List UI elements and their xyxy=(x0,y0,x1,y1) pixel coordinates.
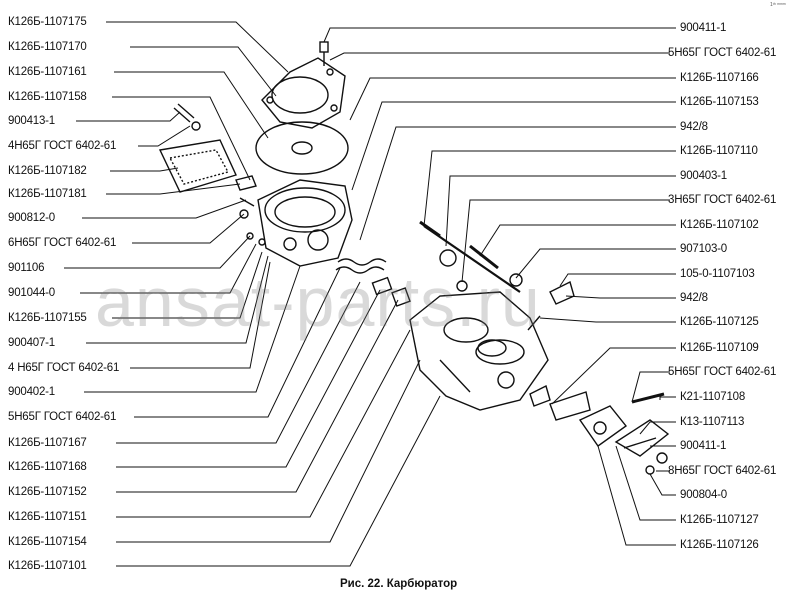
part-label-left-11: 901106 xyxy=(8,262,45,274)
part-label-right-1: 900411-1 xyxy=(680,22,727,34)
part-label-right-21: К126Б-1107127 xyxy=(680,514,759,526)
part-label-right-11: 105-0-1107103 xyxy=(680,268,755,280)
part-label-right-10: 907103-0 xyxy=(680,243,727,255)
part-label-left-9: 900812-0 xyxy=(8,212,55,224)
part-label-left-8: К126Б-1107181 xyxy=(8,188,87,200)
part-label-left-12: 901044-0 xyxy=(8,287,55,299)
part-label-left-6: 4Н65Г ГОСТ 6402-61 xyxy=(8,140,117,152)
part-label-right-3: К126Б-1107166 xyxy=(680,72,759,84)
part-label-right-5: 942/8 xyxy=(680,121,708,133)
part-label-right-16: К21-1107108 xyxy=(680,391,746,403)
part-label-left-4: К126Б-1107158 xyxy=(8,91,87,103)
part-label-right-18: 900411-1 xyxy=(680,440,727,452)
part-label-right-17: К13-1107113 xyxy=(680,416,745,428)
part-label-right-14: К126Б-1107109 xyxy=(680,342,759,354)
watermark: ansat-parts.ru xyxy=(95,263,541,341)
part-label-right-15: 5Н65Г ГОСТ 6402-61 xyxy=(668,366,777,378)
part-label-right-7: 900403-1 xyxy=(680,170,727,182)
part-label-left-1: К126Б-1107175 xyxy=(8,16,87,28)
part-label-left-18: К126Б-1107167 xyxy=(8,437,87,449)
part-label-right-6: К126Б-1107110 xyxy=(680,145,758,157)
part-label-right-13: К126Б-1107125 xyxy=(680,316,759,328)
part-label-right-4: К126Б-1107153 xyxy=(680,96,759,108)
part-label-left-2: К126Б-1107170 xyxy=(8,41,87,53)
float-chamber xyxy=(257,179,353,267)
part-label-right-9: К126Б-1107102 xyxy=(680,219,759,231)
part-label-right-8: 3Н65Г ГОСТ 6402-61 xyxy=(668,194,777,206)
part-label-left-13: К126Б-1107155 xyxy=(8,312,87,324)
part-label-left-23: К126Б-1107101 xyxy=(8,560,87,572)
part-label-left-14: 900407-1 xyxy=(8,337,55,349)
figure-caption: Рис. 22. Карбюратор xyxy=(340,578,458,590)
part-label-right-19: 8Н65Г ГОСТ 6402-61 xyxy=(668,465,777,477)
part-label-left-21: К126Б-1107151 xyxy=(8,511,87,523)
part-label-left-19: К126Б-1107168 xyxy=(8,461,87,473)
part-label-left-7: К126Б-1107182 xyxy=(8,165,87,177)
part-label-right-22: К126Б-1107126 xyxy=(680,539,759,551)
part-label-right-12: 942/8 xyxy=(680,292,708,304)
part-label-right-20: 900804-0 xyxy=(680,489,727,501)
part-label-left-15: 4 Н65Г ГОСТ 6402-61 xyxy=(8,362,120,374)
part-label-left-16: 900402-1 xyxy=(8,386,55,398)
part-label-left-10: 6Н65Г ГОСТ 6402-61 xyxy=(8,237,117,249)
part-label-left-17: 5Н65Г ГОСТ 6402-61 xyxy=(8,411,117,423)
part-label-left-5: 900413-1 xyxy=(8,115,55,127)
part-label-left-3: К126Б-1107161 xyxy=(8,66,87,78)
part-label-right-2: 5Н65Г ГОСТ 6402-61 xyxy=(668,47,777,59)
part-label-left-22: К126Б-1107154 xyxy=(8,536,87,548)
main-body xyxy=(409,291,549,411)
part-label-left-20: К126Б-1107152 xyxy=(8,486,87,498)
corner-mark: 1ᵗʰ ᵐᵐᵐ xyxy=(770,2,786,8)
